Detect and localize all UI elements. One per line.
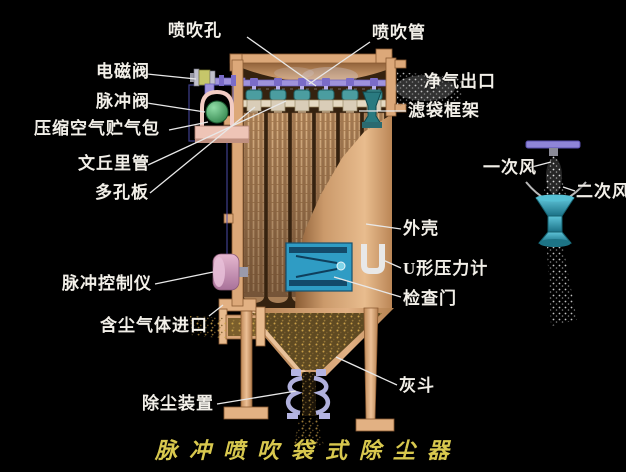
discharge-flange (291, 369, 301, 376)
outlet-duct (385, 57, 397, 117)
door-latch (336, 261, 346, 271)
hopper-dust (252, 313, 382, 370)
mini-venturi-waist (547, 215, 563, 233)
pipe-union (231, 75, 236, 86)
mini-venturi-rim (536, 194, 574, 202)
solenoid-valve-body (198, 69, 211, 86)
label-inspection-door: 检查门 (403, 289, 457, 308)
mini-lower-jet (547, 247, 577, 326)
vessel-dome (242, 62, 392, 82)
left-wall (231, 59, 244, 307)
pipe-union (219, 75, 224, 86)
airflow-mini-diagram (525, 140, 587, 326)
clean-gas-spray (397, 72, 466, 106)
venturi-base (362, 122, 382, 128)
pulse-valve-dome (205, 100, 229, 124)
label-pulse-valve: 脉冲阀 (96, 92, 150, 111)
right-foot (355, 418, 395, 432)
inlet-dust-spray (190, 316, 226, 338)
leader-dust-removal-device (216, 390, 297, 405)
label-clean-air-outlet: 净气出口 (424, 72, 496, 91)
door-band-bottom (289, 280, 347, 286)
leader-secondary-air (562, 186, 576, 192)
label-u-pressure-gauge: U形压力计 (403, 259, 489, 278)
leader-shell (365, 223, 402, 230)
label-dusty-gas-inlet: 含尘气体进口 (100, 316, 208, 335)
air-reservoir-shadow (195, 139, 249, 143)
solenoid-flange (209, 70, 216, 85)
discharge-flange (316, 369, 326, 376)
leader-dusty-gas-inlet (208, 304, 224, 317)
air-reservoir-shelf (194, 125, 250, 140)
air-mist (274, 67, 314, 79)
valve-arch (200, 89, 234, 128)
label-blow-hole: 喷吹孔 (168, 21, 222, 40)
diagram-title: 脉冲喷吹袋式除尘器 (155, 438, 462, 463)
jet-glow (546, 158, 562, 194)
pulse-valve-assembly (188, 68, 250, 262)
leader-inspection-door (333, 276, 402, 298)
label-secondary-air: 二次风 (576, 182, 626, 201)
pulse-controller-knob (212, 253, 248, 291)
discharge-left-curl (286, 375, 303, 416)
door-band-top (289, 247, 347, 253)
leader-venturi-tube (147, 100, 287, 166)
knob-face (213, 257, 225, 287)
leader-pulse-controller (154, 271, 214, 285)
leader-lines (146, 36, 576, 405)
leader-perforated-plate (149, 106, 256, 194)
label-air-reservoir: 压缩空气贮气包 (34, 119, 160, 138)
label-primary-air: 一次风 (483, 158, 537, 177)
leader-pulse-valve (146, 102, 206, 113)
leader-u-gauge (382, 259, 402, 269)
mini-blow-pipe (525, 140, 581, 149)
solenoid-cap (190, 73, 194, 82)
leader-primary-air (527, 161, 552, 169)
vessel-lid (229, 53, 393, 64)
primary-air-jet (543, 156, 566, 196)
label-venturi-tube: 文丘里管 (78, 154, 150, 173)
door-funnel-line (295, 255, 338, 264)
label-blow-pipe: 喷吹管 (372, 23, 426, 42)
label-perforated-plate: 多孔板 (95, 183, 149, 202)
wall-tab (223, 213, 234, 224)
leader-solenoid-valve (146, 73, 197, 80)
inspection-door-panel (285, 242, 353, 292)
dust-discharge-device (286, 369, 330, 446)
blow-pipe (242, 79, 391, 87)
label-filter-bag-frame: 滤袋框架 (408, 101, 480, 120)
solenoid-flange (193, 68, 200, 87)
inlet-flange-right (255, 306, 266, 347)
leader-blow-pipe (308, 41, 371, 85)
mini-nozzle (549, 148, 558, 156)
discharge-right-curl (313, 375, 330, 416)
discharge-foot (319, 413, 330, 419)
left-leg (240, 310, 253, 410)
label-dust-removal-device: 除尘装置 (142, 394, 214, 413)
leader-air-reservoir (168, 121, 209, 131)
label-solenoid-valve: 电磁阀 (96, 62, 150, 81)
label-ash-hopper: 灰斗 (399, 376, 435, 395)
discharge-dust (302, 372, 316, 416)
outlet-tab (394, 59, 407, 69)
leader-blow-hole (246, 36, 317, 87)
knob-axle (238, 267, 248, 277)
leader-ash-hopper (335, 356, 398, 386)
label-pulse-controller: 脉冲控制仪 (62, 274, 152, 293)
discharge-foot (287, 413, 298, 419)
door-funnel-line (295, 268, 338, 278)
u-gauge-shape (361, 244, 385, 274)
label-shell: 外壳 (403, 219, 439, 238)
left-foot (223, 406, 269, 420)
right-leg (363, 307, 379, 421)
falling-dust (294, 418, 324, 446)
mini-venturi-outlet (539, 239, 571, 247)
